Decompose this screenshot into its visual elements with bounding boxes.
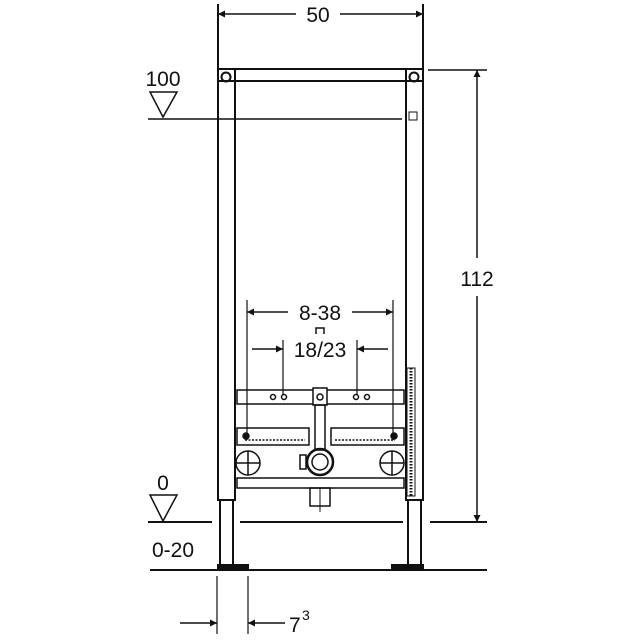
floor-range-label: 0-20 (152, 539, 194, 562)
foot-width-sup: 3 (302, 607, 310, 623)
frame (217, 68, 424, 571)
outer-spacing-label: 8-38 (299, 302, 341, 325)
height-label: 112 (460, 268, 493, 291)
outer-spacing-dimension: 8-38 (246, 300, 394, 440)
inner-spacing-label: 18/23 (294, 339, 347, 362)
inner-spacing-dimension: 18/23 (252, 327, 388, 395)
top-level-marker: 100 (145, 68, 418, 121)
width-label: 50 (306, 4, 329, 27)
height-dimension: 112 (428, 69, 494, 523)
fitting-assembly (234, 360, 416, 512)
floor-level-marker: 0 0-20 (148, 472, 487, 571)
floor-level-label: 0 (157, 472, 169, 495)
top-level-label: 100 (145, 68, 180, 91)
width-dimension: 50 (217, 4, 424, 70)
foot-width-label: 7 (289, 614, 301, 637)
foot-width-dimension: 7 3 (180, 576, 310, 637)
